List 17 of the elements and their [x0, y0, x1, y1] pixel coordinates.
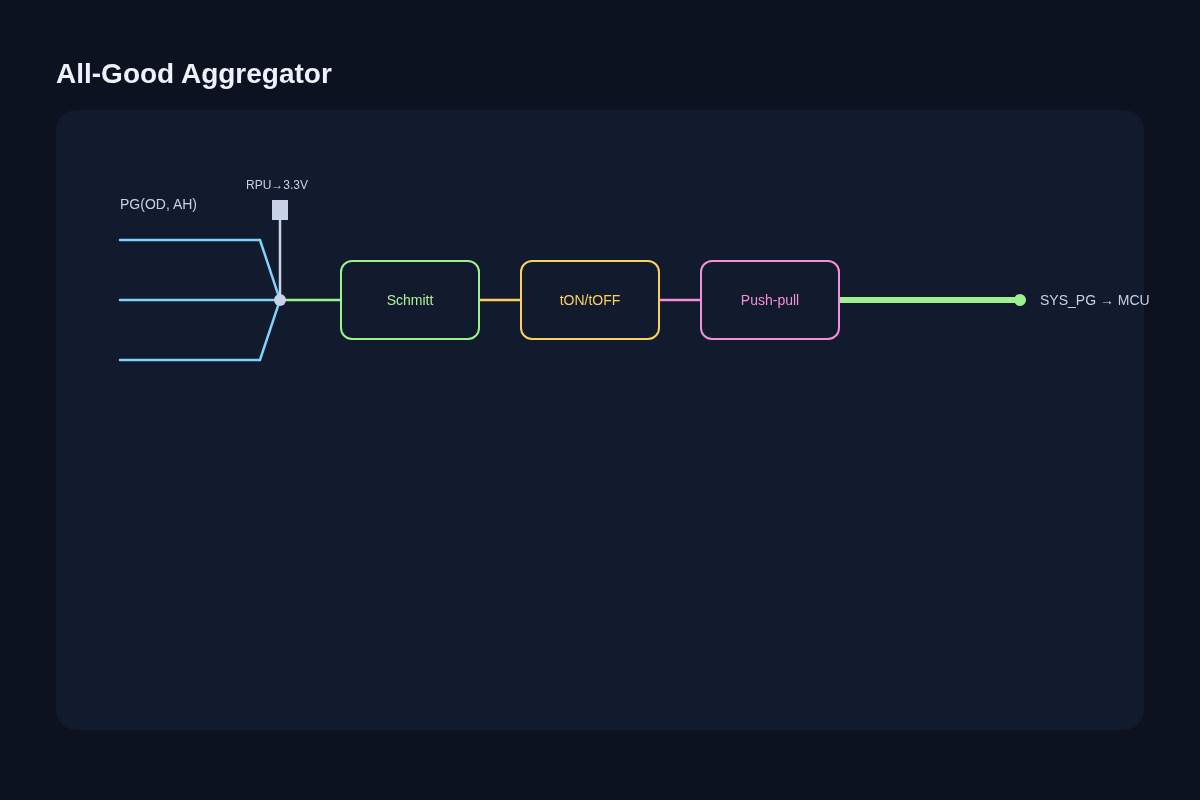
schmitt-block — [340, 260, 480, 340]
signal-wire — [658, 298, 702, 302]
signal-wire — [284, 298, 342, 302]
timer-block — [520, 260, 660, 340]
signal-wire — [478, 298, 522, 302]
signal-wire — [118, 298, 276, 302]
diagram-title: All-Good Aggregator — [56, 58, 332, 90]
signal-wire — [278, 218, 282, 296]
block-label: tON/tOFF — [559, 292, 621, 308]
input-label: PG(OD, AH) — [120, 196, 197, 212]
signal-wire — [118, 238, 280, 296]
pin-label: RPU→3.3V — [246, 178, 309, 192]
block-label: Push-pull — [740, 292, 800, 308]
pin-label: SYS_PG → MCU — [1040, 292, 1150, 308]
signal-wire — [118, 304, 280, 362]
block-label: Schmitt — [386, 292, 434, 308]
driver-block — [700, 260, 840, 340]
